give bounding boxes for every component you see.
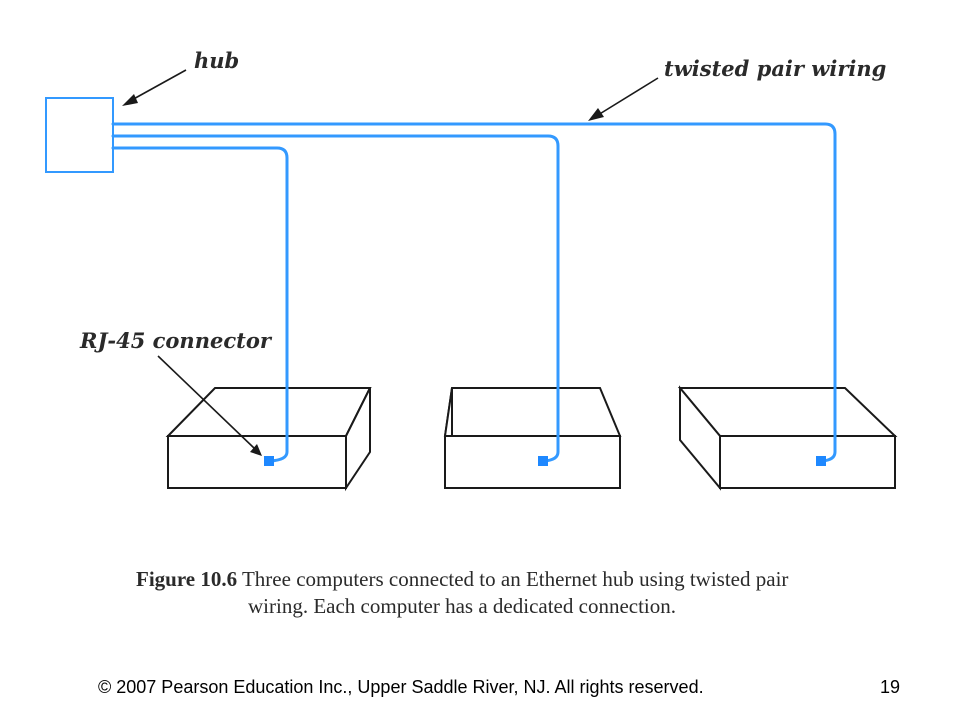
rj45-connector-1 xyxy=(264,456,274,466)
computer-3 xyxy=(677,385,898,491)
caption-line-1: Three computers connected to an Ethernet… xyxy=(241,567,789,591)
hub-box xyxy=(45,97,114,173)
caption-line-2: wiring. Each computer has a dedicated co… xyxy=(248,594,676,618)
page-number: 19 xyxy=(880,677,901,697)
copyright-notice: © 2007 Pearson Education Inc., Upper Sad… xyxy=(98,677,704,697)
rj45-arrowhead xyxy=(250,444,262,456)
twisted-pair-arrowhead xyxy=(588,108,604,121)
ethernet-hub-diagram: hub twisted pair wiring RJ-45 connector xyxy=(45,48,898,492)
computer-1 xyxy=(165,386,372,492)
rj45-arrow xyxy=(157,355,255,449)
figure-caption: Figure 10.6 Three computers connected to… xyxy=(136,566,856,620)
twisted-pair-arrow xyxy=(597,77,659,116)
computer-2 xyxy=(443,386,622,489)
hub-arrowhead xyxy=(122,94,138,106)
rj45-label: RJ-45 connector xyxy=(79,328,273,353)
hub-arrow xyxy=(129,69,187,102)
hub-label: hub xyxy=(194,48,239,73)
twisted-pair-label: twisted pair wiring xyxy=(664,56,886,81)
figure-label: Figure 10.6 xyxy=(136,567,238,591)
rj45-connector-3 xyxy=(816,456,826,466)
rj45-connector-2 xyxy=(538,456,548,466)
